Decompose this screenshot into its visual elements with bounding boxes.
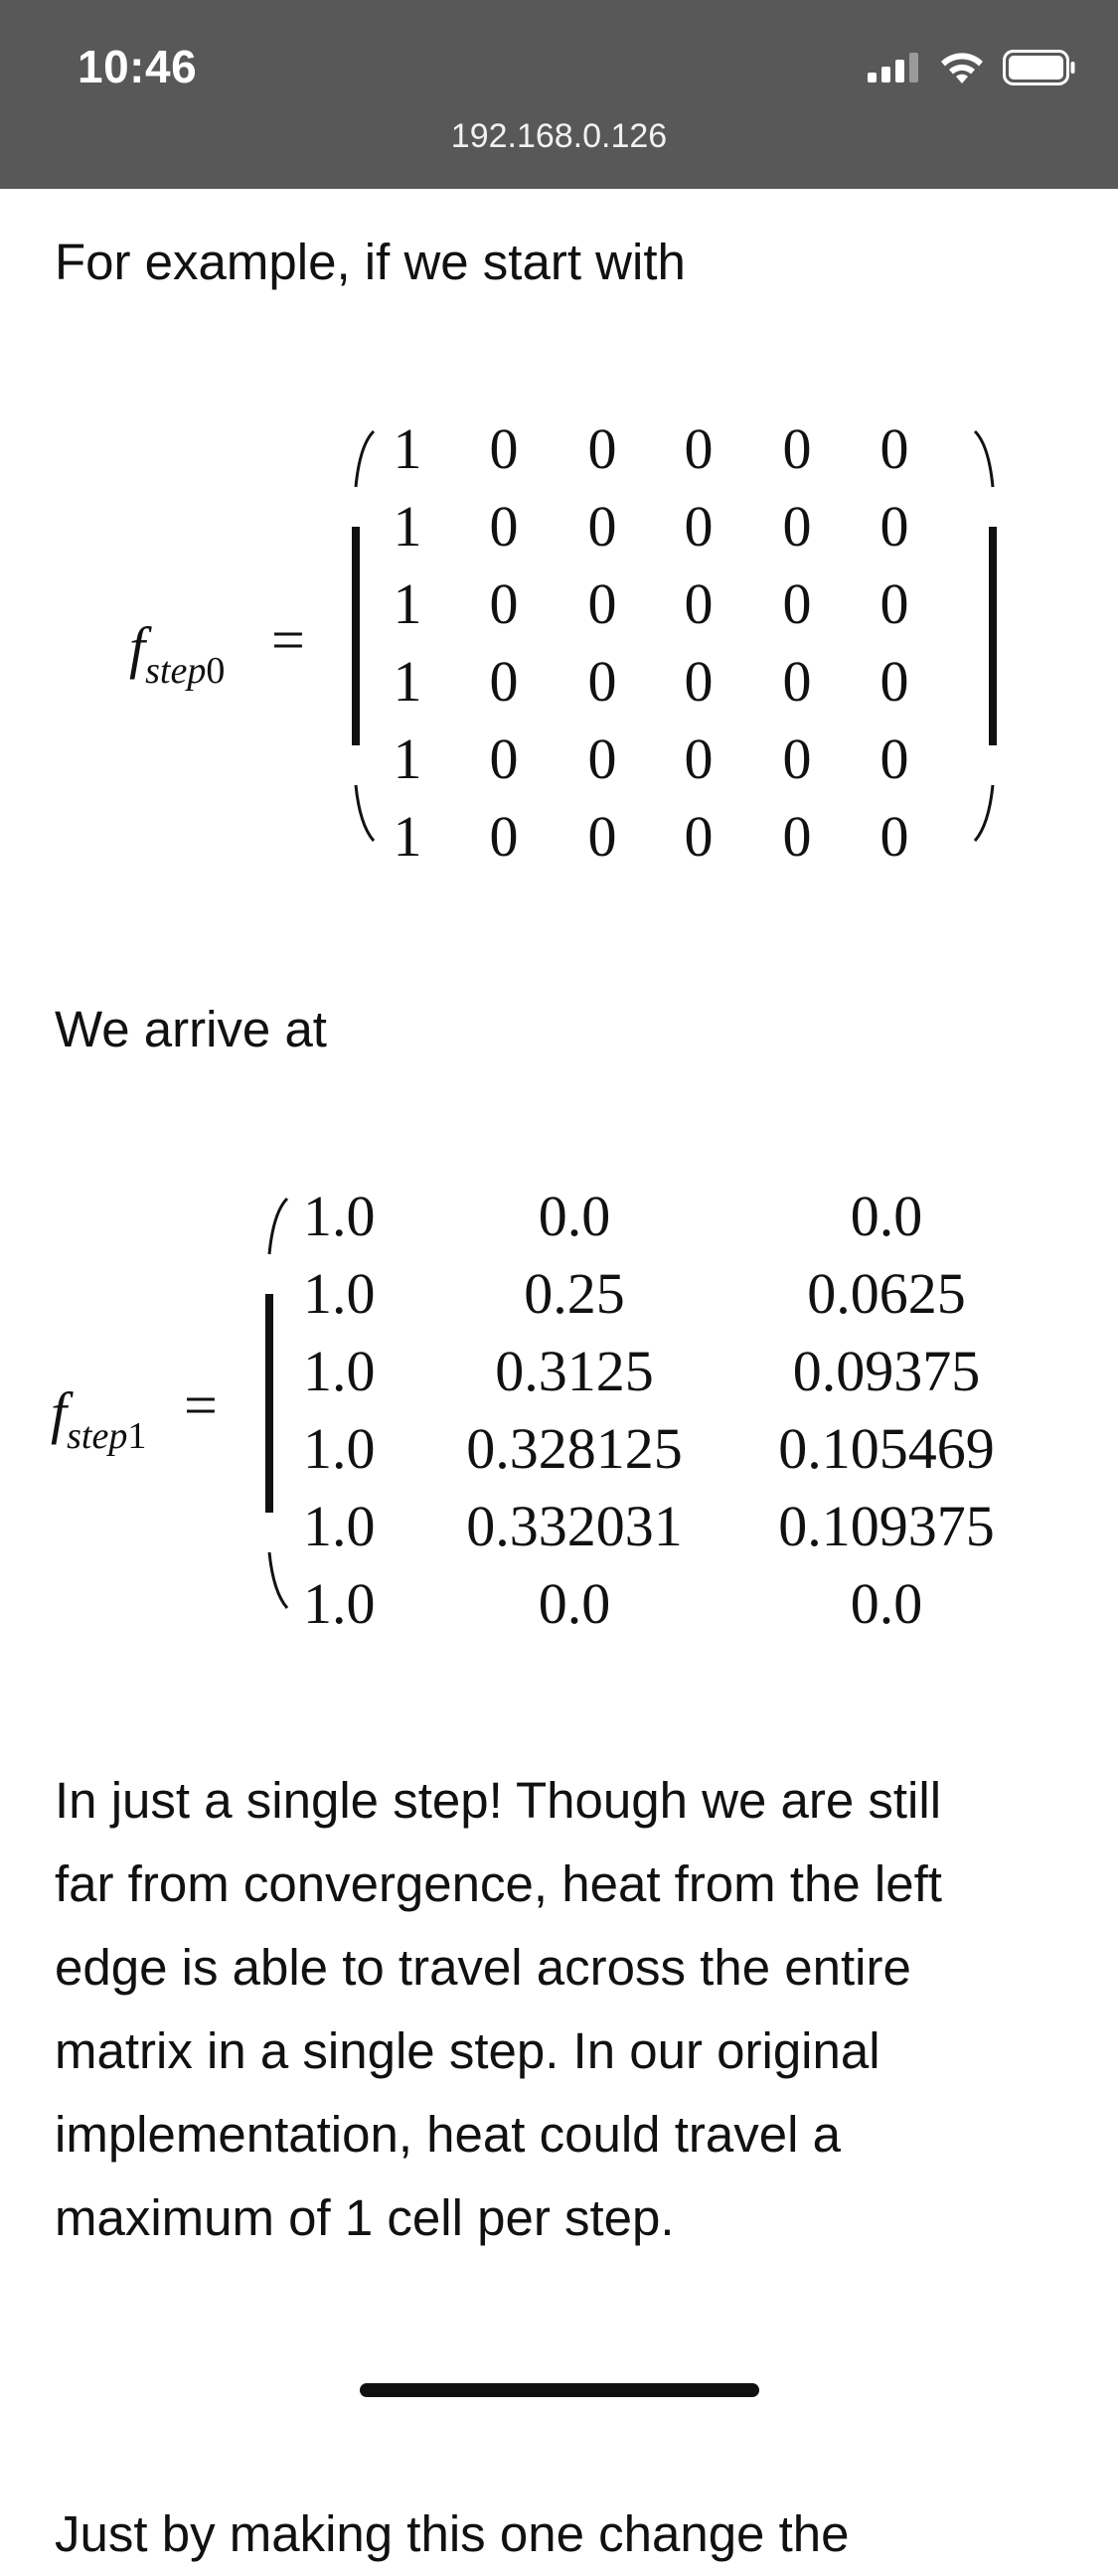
equation-step1-variable: fstep1 [51,1380,147,1457]
matrix-cell: 0 [782,804,812,869]
matrix-cell: 0 [587,571,617,636]
matrix-cell: 0 [782,494,812,559]
matrix-cell: 0 [782,571,812,636]
equation-step1-equals: = [184,1372,218,1438]
matrix-cell: 0 [879,649,909,714]
status-time: 10:46 [78,41,198,92]
next-paragraph: Just by making this one change the [55,2505,850,2562]
matrix-cell: 0 [684,416,714,481]
convergence-line: matrix in a single step. In our original [55,2022,880,2079]
arrive-paragraph: We arrive at [55,1001,327,1057]
convergence-paragraph: In just a single step! Though we are sti… [55,1759,1063,2260]
convergence-line: implementation, heat could travel a [55,2106,841,2163]
matrix-cell: 0 [782,649,812,714]
matrix-cell: 0 [489,649,519,714]
matrix-cell: 0.3125 [495,1339,654,1403]
matrix-cell: 1 [393,571,422,636]
convergence-line: edge is able to travel across the entire [55,1939,911,1996]
equation-step0-equals: = [271,607,305,673]
browser-top-bar: 10:46 192.168.0.126 [0,0,1118,189]
matrix-cell: 1 [393,649,422,714]
wifi-icon [939,51,985,89]
matrix-cell: 0 [879,804,909,869]
equation-step0-left-paren [352,429,376,842]
matrix-cell: 0 [489,416,519,481]
matrix-cell: 1.0 [303,1184,376,1248]
matrix-cell: 0 [489,804,519,869]
matrix-cell: 0.328125 [466,1416,683,1481]
equation-step0-right-paren [973,429,997,842]
matrix-cell: 0 [782,726,812,791]
matrix-cell: 0 [587,494,617,559]
matrix-cell: 0 [879,571,909,636]
matrix-cell: 0 [879,416,909,481]
status-icons [868,49,1076,90]
matrix-cell: 0 [782,416,812,481]
matrix-cell: 0 [879,726,909,791]
matrix-cell: 0 [489,726,519,791]
matrix-cell: 1.0 [303,1416,376,1481]
matrix-cell: 0 [587,804,617,869]
address-bar-url[interactable]: 192.168.0.126 [450,117,668,155]
matrix-cell: 0.0625 [807,1261,966,1326]
matrix-cell: 0.0 [538,1571,611,1636]
convergence-line: maximum of 1 cell per step. [55,2189,675,2246]
matrix-cell: 1.0 [303,1339,376,1403]
matrix-cell: 1.0 [303,1571,376,1636]
matrix-cell: 1 [393,804,422,869]
matrix-cell: 0.25 [524,1261,625,1326]
matrix-cell: 0.09375 [792,1339,981,1403]
convergence-line: far from convergence, heat from the left [55,1855,942,1912]
matrix-cell: 1 [393,416,422,481]
matrix-cell: 0.109375 [778,1494,995,1558]
matrix-cell: 1 [393,494,422,559]
matrix-cell: 0 [489,494,519,559]
matrix-cell: 1.0 [303,1494,376,1558]
matrix-cell: 0.332031 [466,1494,683,1558]
matrix-cell: 0 [879,494,909,559]
convergence-line: In just a single step! Though we are sti… [55,1772,942,1829]
matrix-cell: 0 [684,649,714,714]
matrix-cell: 0.0 [538,1184,611,1248]
battery-icon [1003,49,1076,90]
home-indicator[interactable] [360,2383,759,2397]
matrix-cell: 1 [393,726,422,791]
matrix-cell: 0 [684,494,714,559]
matrix-cell: 0 [684,726,714,791]
intro-paragraph: For example, if we start with [55,234,686,290]
matrix-cell: 0 [587,416,617,481]
equation-step1-left-paren [265,1197,289,1609]
matrix-cell: 0 [587,726,617,791]
matrix-cell: 0 [684,571,714,636]
matrix-cell: 0.0 [850,1571,923,1636]
matrix-cell: 0.0 [850,1184,923,1248]
signal-icon [868,52,921,87]
matrix-cell: 1.0 [303,1261,376,1326]
equation-step0-variable: fstep0 [129,615,226,692]
matrix-cell: 0 [684,804,714,869]
matrix-cell: 0 [587,649,617,714]
matrix-cell: 0.105469 [778,1416,995,1481]
matrix-cell: 0 [489,571,519,636]
